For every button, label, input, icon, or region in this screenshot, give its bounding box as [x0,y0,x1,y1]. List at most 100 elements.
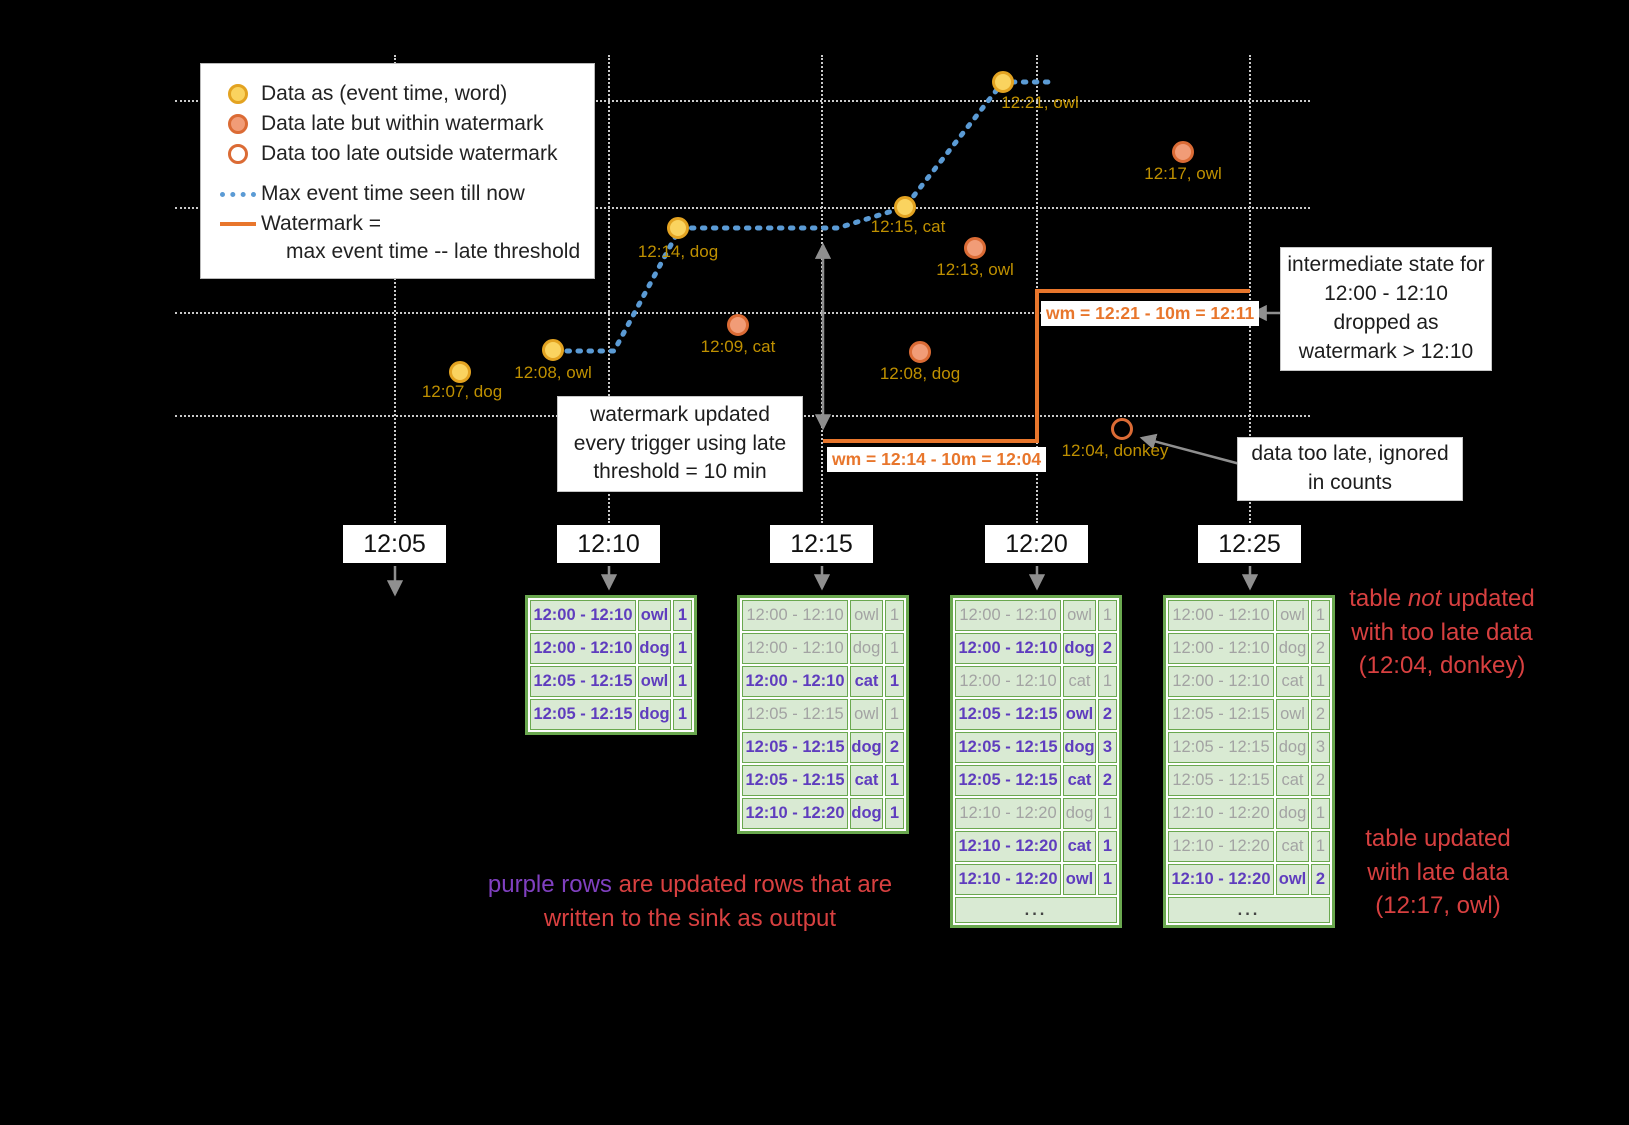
count-cell: 1 [885,798,904,829]
word-cell: dog [850,732,883,763]
late-point-icon [215,114,261,134]
point-label: 12:09, cat [700,337,776,356]
window-cell: 12:05 - 12:15 [955,732,1061,763]
word-cell: cat [850,765,883,796]
word-cell: dog [1063,732,1096,763]
window-cell: 12:00 - 12:10 [955,600,1061,631]
window-cell: 12:10 - 12:20 [1168,831,1274,862]
gridline-horizontal [175,100,1310,102]
data-point-ontime [894,196,916,218]
too-late-note: data too late, ignored in counts [1237,437,1463,501]
window-cell: 12:10 - 12:20 [955,864,1061,895]
count-cell: 1 [673,699,692,730]
count-cell: 1 [1311,666,1330,697]
word-cell: owl [638,600,671,631]
word-cell: owl [1276,699,1309,730]
max-event-time-line-icon [215,191,261,197]
window-cell: 12:10 - 12:20 [955,798,1061,829]
point-label: 12:08, dog [879,364,961,383]
word-cell: dog [1063,633,1096,664]
count-cell: 3 [1098,732,1117,763]
max-event-time-line [553,79,1051,354]
word-cell: cat [1063,765,1096,796]
window-cell: 12:00 - 12:10 [742,666,848,697]
count-cell: 1 [1098,600,1117,631]
legend-item: Max event time seen till now [215,182,584,206]
count-cell: 1 [1098,864,1117,895]
word-cell: cat [1063,831,1096,862]
watermark-line [823,289,1250,443]
window-cell: 12:00 - 12:10 [955,666,1061,697]
window-cell: 12:10 - 12:20 [955,831,1061,862]
legend-label: Data as (event time, word) [261,82,508,105]
data-point-ontime [667,217,689,239]
count-cell: 2 [1098,633,1117,664]
word-cell: owl [1276,600,1309,631]
word-cell: cat [850,666,883,697]
point-label: 12:17, owl [1144,164,1222,183]
trigger-time-1225: 12:25 [1198,525,1301,563]
trigger-time-1215: 12:15 [770,525,873,563]
count-cell: 3 [1311,732,1330,763]
count-cell: 1 [1098,831,1117,862]
point-label: 12:14, dog [637,242,719,261]
count-cell: 1 [673,633,692,664]
table-updated-note: table updated with late data (12:17, owl… [1365,825,1511,920]
count-cell: 1 [885,765,904,796]
count-cell: 1 [1098,798,1117,829]
word-cell: owl [850,699,883,730]
count-cell: 1 [673,600,692,631]
count-cell: 1 [885,699,904,730]
count-cell: 1 [673,666,692,697]
legend-item: Data late but within watermark [215,112,584,136]
legend-item: Watermark = [215,212,584,236]
count-cell: 2 [1311,633,1330,664]
word-cell: cat [1276,666,1309,697]
note-text: updated with too late data (12:04, donke… [1351,585,1535,680]
on-time-point-icon [215,84,261,104]
word-cell: cat [1063,666,1096,697]
too-late-point-icon [215,144,261,164]
note-text: table [1349,585,1408,612]
legend-label: Data too late outside watermark [261,142,558,165]
window-cell: 12:05 - 12:15 [530,699,636,730]
legend: Data as (event time, word) Data late but… [200,63,595,279]
window-cell: 12:00 - 12:10 [530,600,636,631]
trigger-time-1205: 12:05 [343,525,446,563]
purple-rows-rest: are updated rows that are written to the… [543,871,893,932]
window-cell: 12:10 - 12:20 [742,798,848,829]
word-cell: owl [1063,600,1096,631]
word-cell: owl [1063,864,1096,895]
point-label: 12:04, donkey [1061,441,1169,460]
count-cell: 2 [1098,699,1117,730]
word-cell: dog [1063,798,1096,829]
word-cell: dog [638,699,671,730]
window-cell: 12:05 - 12:15 [1168,765,1274,796]
data-point-late [909,341,931,363]
table-not-updated-note: table not updated with too late data (12… [1343,582,1541,683]
data-point-late [964,237,986,259]
point-label: 12:15, cat [870,217,946,236]
purple-rows-highlight: purple rows [487,871,612,898]
data-point-ontime [992,71,1014,93]
trigger-time-1210: 12:10 [557,525,660,563]
